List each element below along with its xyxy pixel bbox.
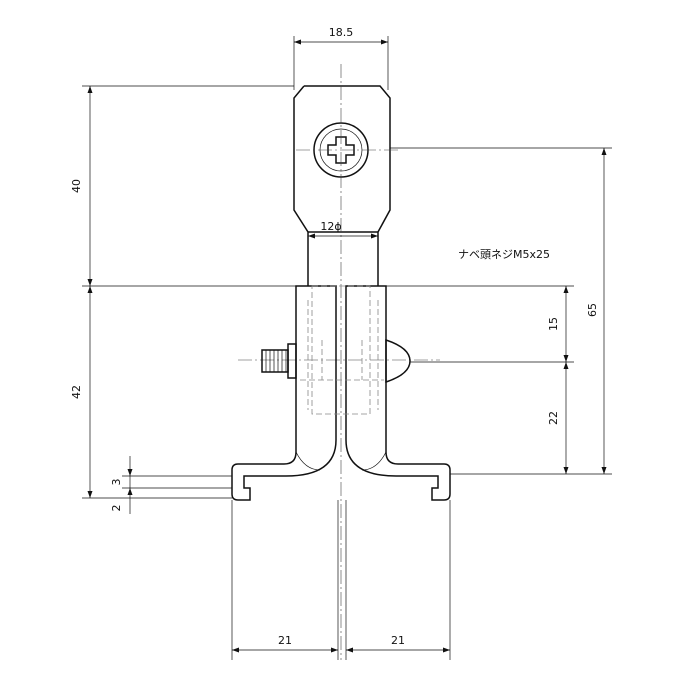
dim-hole-diameter: 12ϕ (320, 220, 341, 233)
clamp-body (231, 285, 451, 501)
dim-left-half: 21 (278, 634, 292, 647)
dim-total-height: 65 (586, 303, 599, 317)
screw-note: ナベ頭ネジM5x25 (458, 248, 550, 261)
screw-nut-icon (287, 343, 297, 379)
top-tab-outline (293, 85, 391, 286)
dim-lower-height: 42 (70, 385, 83, 399)
right-leg-outer (345, 285, 451, 501)
screw-thread-lines (265, 350, 287, 372)
dim-screw-offset: 15 (547, 317, 560, 331)
phillips-cross-icon (327, 136, 355, 164)
side-screw (261, 338, 411, 384)
hidden-lines (300, 285, 384, 415)
hidden-tab-inner (311, 285, 371, 415)
dim-flange-top: 3 (110, 479, 123, 486)
dim-upper-height: 40 (70, 179, 83, 193)
screw-head-icon (385, 338, 411, 384)
left-leg-outer (231, 285, 337, 501)
dim-right-half: 21 (391, 634, 405, 647)
arrowheads (87, 39, 607, 653)
dim-top-width: 18.5 (329, 26, 354, 39)
dim-flange-bottom: 2 (110, 505, 123, 512)
dim-screw-to-base: 22 (547, 411, 560, 425)
inner-web (295, 451, 387, 471)
dimension-lines (82, 36, 612, 660)
